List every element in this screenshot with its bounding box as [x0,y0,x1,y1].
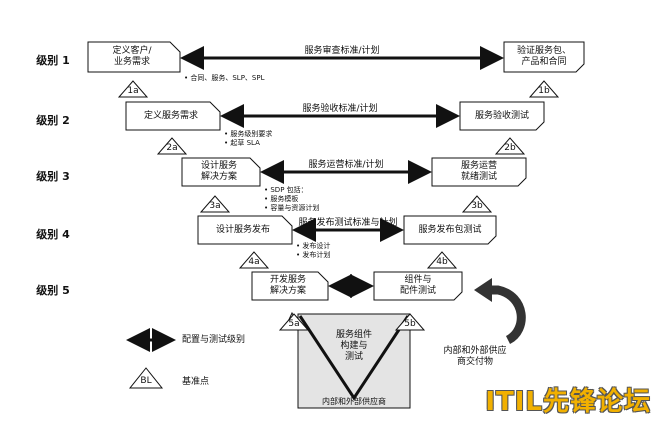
arrow-caption-1: 服务审查标准/计划 [304,46,380,56]
right-box-1 [503,41,585,73]
level-label-5: 级别 5 [36,284,70,297]
left-box-5-label: 开发服务 解决方案 [269,275,306,296]
level-label-2: 级别 2 [36,114,70,127]
left-box-3-label: 设计服务 解决方案 [200,161,237,182]
baseline-triangle-4b [426,251,458,269]
bullets-level-3: SDP 包括： 服务模板 容量与资源计划 [264,186,319,213]
baseline-triangle-4a [238,251,270,269]
baseline-triangle-5b [394,313,426,331]
supplier-curved-arrow [490,285,526,345]
bullets-level-1: 合同、服务、SLP、SPL [184,74,264,83]
baseline-label-3b: 3b [471,201,483,211]
baseline-triangle-1a [117,80,149,98]
baseline-label-5b: 5b [404,319,416,329]
right-box-5-label: 组件与 配件测试 [399,275,436,296]
arrow-caption-4: 服务发布测试标准与计划 [298,218,398,228]
legend-arrow-label: 配置与测试级别 [182,335,246,345]
baseline-label-2a: 2a [166,143,178,153]
arrow-caption-2: 服务验收标准/计划 [302,104,378,114]
right-box-4 [403,215,497,245]
arrow-caption-3: 服务运营标准/计划 [308,160,384,170]
baseline-label-2b: 2b [504,143,516,153]
level-label-1: 级别 1 [36,54,70,67]
right-box-3-label: 服务运营 就绪测试 [460,161,497,182]
right-box-1-label: 验证服务包、 产品和合同 [516,46,571,67]
legend-baseline-label: 基准点 [182,377,210,387]
baseline-label-1b: 1b [538,86,550,96]
right-box-5 [373,271,463,301]
legend-baseline-icon [128,367,164,389]
bullets-level-4: 发布设计 发布计划 [296,242,330,260]
level-label-3: 级别 3 [36,170,70,183]
baseline-triangle-1b [528,80,560,98]
baseline-triangle-3a [199,195,231,213]
bullets-level-2: 服务级别要求 起草 SLA [224,130,272,148]
baseline-triangle-3b [461,195,493,213]
left-box-1-label: 定义客户/ 业务需求 [112,46,152,67]
supplier-box [297,313,411,409]
supplier-label: 内部和外部供应商 [322,397,386,406]
left-box-4-label: 设计服务发布 [215,225,270,235]
baseline-triangle-2b [494,137,526,155]
baseline-label-4a: 4a [248,257,260,267]
right-box-2-label: 服务验收测试 [474,111,529,121]
baseline-triangle-5a [278,313,310,331]
right-box-2 [459,101,545,131]
level-label-4: 级别 4 [36,228,70,241]
baseline-triangle-2a [156,137,188,155]
baseline-label-1a: 1a [127,86,139,96]
supplier-delivery-label: 内部和外部供应 商交付物 [443,346,507,367]
component-v-line [298,315,410,401]
left-box-2-label: 定义服务需求 [143,111,198,121]
baseline-label-3a: 3a [209,201,221,211]
component-build-label: 服务组件 构建与 测试 [335,330,372,362]
right-box-4-label: 服务发布包测试 [418,225,482,235]
legend-baseline-symbol: BL [140,376,152,386]
itil-forum-watermark: ITIL先锋论坛 [485,387,651,417]
right-box-3 [431,157,527,187]
baseline-label-4b: 4b [436,257,448,267]
baseline-label-5a: 5a [288,319,300,329]
